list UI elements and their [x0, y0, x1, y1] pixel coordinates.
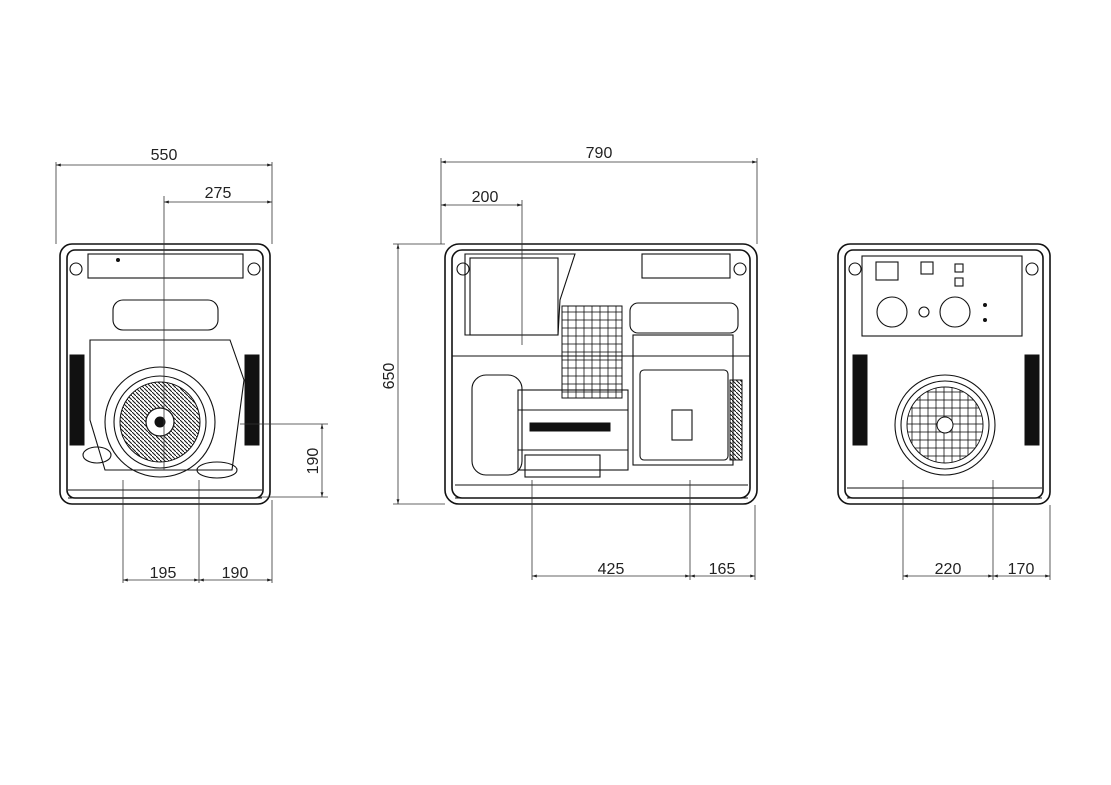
dim-front-width: 550: [151, 147, 178, 164]
dim-side-height: 650: [381, 363, 398, 390]
side-engine: [629, 302, 739, 466]
side-control-box: [464, 253, 576, 336]
front-view: 550 275 190 195 190: [55, 147, 328, 583]
dim-side-foot-left: 425: [598, 561, 625, 578]
rear-view: 220 170: [837, 243, 1051, 580]
side-cooling-fins: [729, 379, 743, 461]
rear-right-mount: [1024, 354, 1040, 446]
side-alternator: [471, 374, 629, 478]
rear-control-panel: [861, 255, 1023, 337]
dim-front-foot-right: 190: [222, 565, 249, 582]
rear-dimensions: 220 170: [902, 480, 1051, 580]
front-dimensions: 550 275 190 195 190: [55, 147, 328, 583]
dim-rear-foot-right: 170: [1008, 561, 1035, 578]
front-right-mount: [244, 354, 260, 446]
rear-left-mount: [852, 354, 868, 446]
dim-rear-foot-left: 220: [935, 561, 962, 578]
side-top-panel: [641, 253, 731, 279]
dim-side-foot-right: 165: [709, 561, 736, 578]
rear-frame: [837, 243, 1051, 505]
rear-alternator-grille: [894, 374, 996, 476]
dim-side-length: 790: [586, 145, 613, 162]
dim-side-panel-offset: 200: [472, 189, 499, 206]
side-air-filter: [561, 305, 623, 399]
dim-front-half-width: 275: [205, 185, 232, 202]
front-engine: [82, 299, 245, 479]
front-left-mount: [69, 354, 85, 446]
dim-front-foot-left: 195: [150, 565, 177, 582]
side-dimensions: 790 200 650 425 165: [381, 145, 758, 580]
dim-front-height-offset: 190: [305, 448, 322, 475]
side-view: 790 200 650 425 165: [381, 145, 758, 580]
front-frame: [59, 243, 271, 505]
